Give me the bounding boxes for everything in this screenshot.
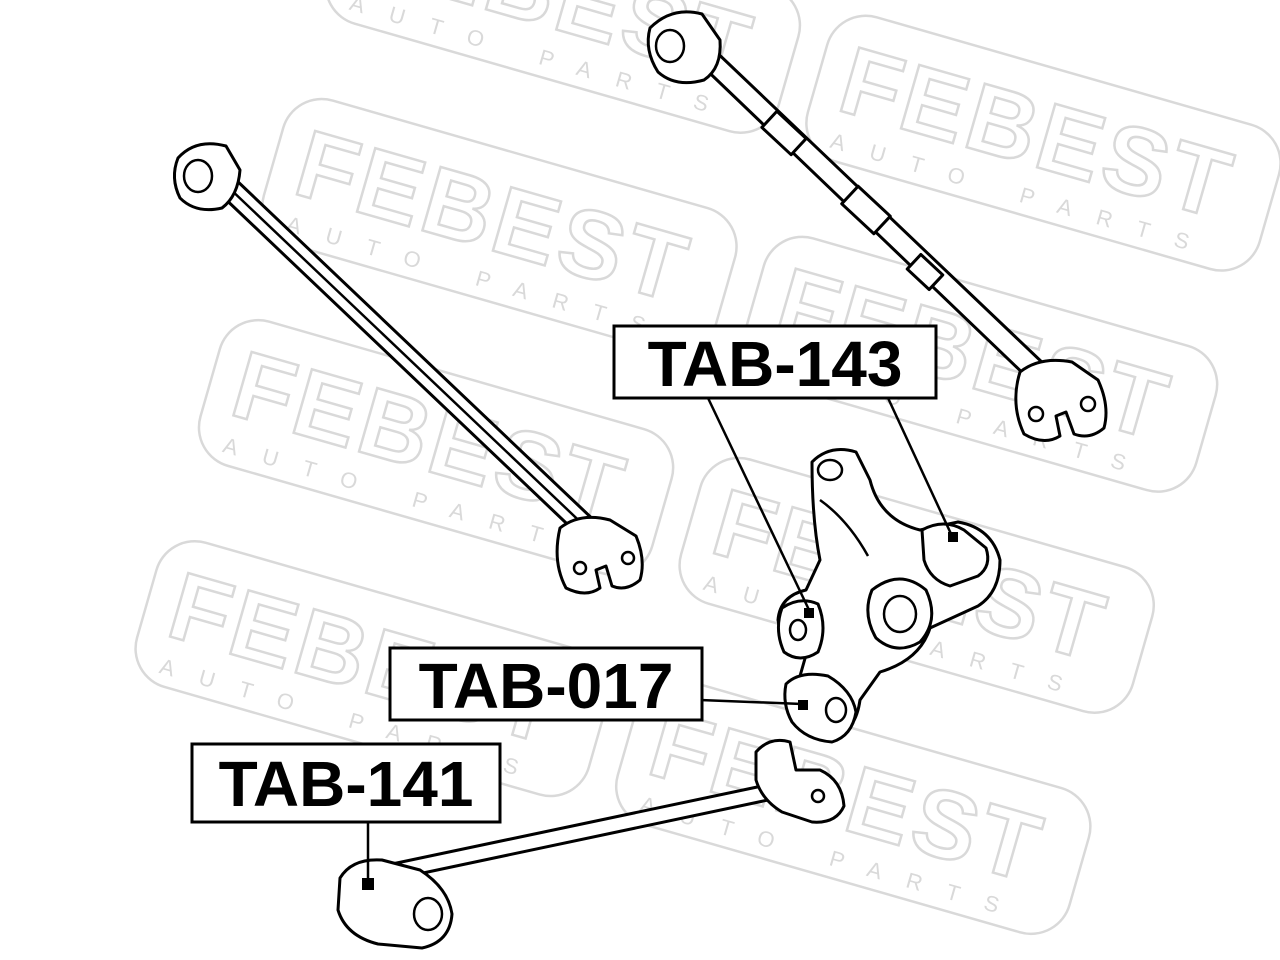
callout-label: TAB-141	[219, 748, 474, 820]
leaders	[366, 397, 954, 882]
watermark-3: FEBEST AUTO PARTS	[261, 97, 738, 356]
lower-arm	[336, 738, 846, 950]
callout-tab-017: TAB-017	[388, 646, 704, 722]
callout-label: TAB-143	[648, 328, 903, 400]
knuckle	[776, 448, 1002, 744]
callout-tab-143: TAB-143	[612, 324, 938, 400]
watermark-2: FEBEST AUTO PARTS	[805, 14, 1280, 272]
right-adjustable-arm	[646, 10, 1108, 442]
callout-tab-141: TAB-141	[190, 742, 502, 824]
left-control-arm	[173, 142, 644, 595]
callout-label: TAB-017	[419, 650, 674, 722]
